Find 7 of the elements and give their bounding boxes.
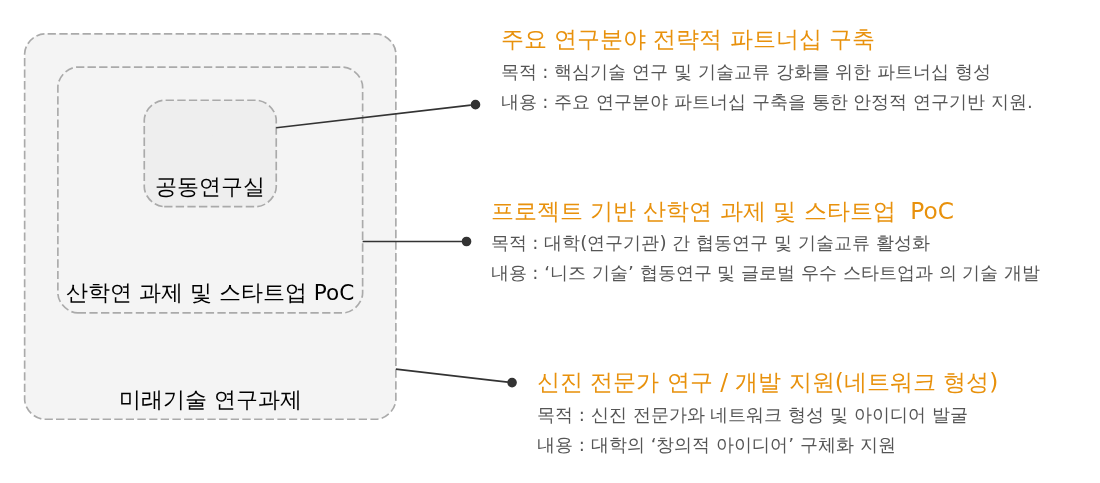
node-text: 신진 전문가 연구 / 개발 지원(네트워크 형성) 목적 : 신진 전문가와 네트워크 형성 및 아이디어 발굴 내용 : 대학의 ‘창의적 아이디어’ 구체화 지원 <box>537 367 999 455</box>
node-text: 프로젝트 기반 산학연 과제 및 스타트업 PoC 목적 : 대학(연구기관) 간 협동연구 및 기술교류 활성화 내용 : ‘니즈 기술’ 협동연구 및 글로벌 우수 스타트업과 의 기술 개발 <box>490 196 1041 284</box>
node-box: 공동연구실 <box>143 99 278 208</box>
connector <box>395 368 517 388</box>
connector <box>361 236 472 247</box>
node-text: 주요 연구분야 전략적 파트너십 구축 목적 : 핵심기술 연구 및 기술교류 강화를 위한 파트너십 형성 내용 : 주요 연구분야 파트너십 구축을 통한 안정적 연구기반 지원. <box>500 25 1033 113</box>
connector <box>275 99 481 129</box>
